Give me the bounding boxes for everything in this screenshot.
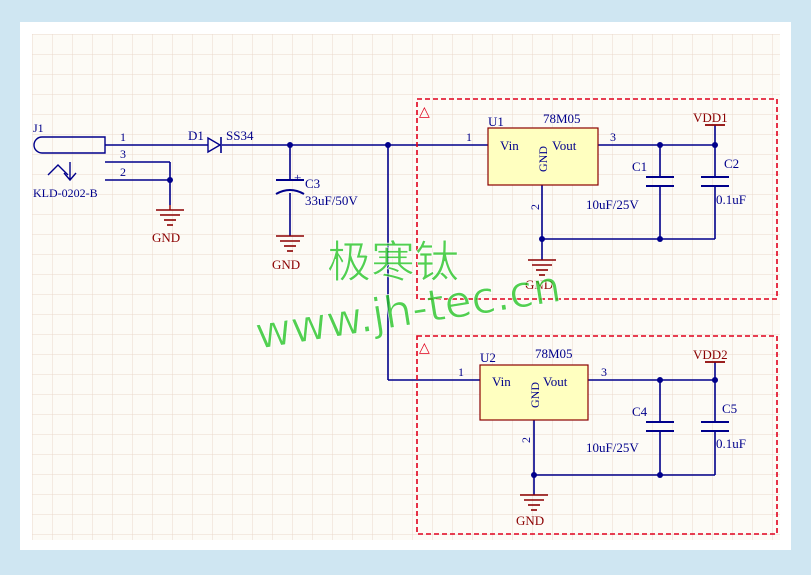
c4-value: 10uF/25V <box>586 440 639 455</box>
capacitor-c2: C2 0.1uF <box>701 156 746 207</box>
region-2-border <box>416 335 778 535</box>
c4-designator: C4 <box>632 404 648 419</box>
u2-body <box>479 364 589 421</box>
j1-designator: J1 <box>33 121 44 135</box>
watermark-brand: 极寒钛 <box>327 237 459 288</box>
jack-switch-icon <box>63 172 77 182</box>
u1-pin-in: 1 <box>466 130 472 144</box>
gnd-label-c3: GND <box>272 257 300 272</box>
grid <box>32 34 780 540</box>
u2-pin-out: 3 <box>601 365 607 379</box>
u1-vin-label: Vin <box>500 138 519 153</box>
gnd-label-u1: GND <box>525 277 553 292</box>
j1-pin-1: 1 <box>120 130 126 144</box>
gnd-symbol-j1: GND <box>152 205 184 245</box>
u2-pin-gnd: 2 <box>519 437 533 443</box>
vdd2-label: VDD2 <box>693 347 728 362</box>
u2-pin-in: 1 <box>458 365 464 379</box>
u1-pin-out: 3 <box>610 130 616 144</box>
u1-designator: U1 <box>488 114 504 129</box>
u1-part: 78M05 <box>543 111 581 126</box>
c1-value: 10uF/25V <box>586 197 639 212</box>
regulator-u1: U1 78M05 Vin Vout GND 1 3 2 <box>466 111 616 210</box>
capacitor-c5: C5 0.1uF <box>701 401 746 451</box>
junctions <box>167 142 718 478</box>
regulator-u2: U2 78M05 Vin Vout GND 1 3 2 <box>458 346 607 443</box>
vdd1-label: VDD1 <box>693 110 728 125</box>
u2-part: 78M05 <box>535 346 573 361</box>
polarized-cap-icon <box>275 189 305 195</box>
wires <box>105 125 716 495</box>
gnd-label-u2: GND <box>516 513 544 528</box>
c2-value: 0.1uF <box>716 192 746 207</box>
connector-j1: J1 KLD-0202-B 1 3 2 <box>33 121 126 200</box>
diode-d1: D1 SS34 <box>188 128 254 154</box>
d1-designator: D1 <box>188 128 204 143</box>
u1-vout-label: Vout <box>552 138 577 153</box>
c1-designator: C1 <box>632 159 647 174</box>
gnd-symbol-u2: GND <box>516 494 548 528</box>
power-port-vdd2: VDD2 <box>693 347 728 363</box>
c2-designator: C2 <box>724 156 739 171</box>
jack-body-icon <box>33 136 106 154</box>
u1-pin-gnd: 2 <box>528 204 542 210</box>
capacitor-c1: C1 10uF/25V <box>586 159 674 212</box>
c3-designator: C3 <box>305 176 320 191</box>
d1-part: SS34 <box>226 128 254 143</box>
c3-value: 33uF/50V <box>305 193 358 208</box>
capacitor-c4: C4 10uF/25V <box>586 404 674 455</box>
u2-gnd-label: GND <box>528 382 542 408</box>
u2-vout-label: Vout <box>543 374 568 389</box>
u2-vin-label: Vin <box>492 374 511 389</box>
capacitor-c3: + C3 33uF/50V <box>275 170 358 208</box>
u1-gnd-label: GND <box>536 146 550 172</box>
jack-contact-icon <box>47 164 69 176</box>
j1-part-number: KLD-0202-B <box>33 186 98 200</box>
region-1-marker: △ <box>419 105 430 120</box>
c3-polarity: + <box>294 170 301 185</box>
c5-designator: C5 <box>722 401 737 416</box>
power-port-vdd1: VDD1 <box>693 110 728 126</box>
gnd-symbol-u1: GND <box>525 259 556 292</box>
j1-pin-2: 2 <box>120 165 126 179</box>
c5-value: 0.1uF <box>716 436 746 451</box>
gnd-label-j1: GND <box>152 230 180 245</box>
region-2-marker: △ <box>419 341 430 356</box>
j1-pin-3: 3 <box>120 147 126 161</box>
u2-designator: U2 <box>480 350 496 365</box>
region-1-border <box>416 98 778 300</box>
gnd-symbol-c3: GND <box>272 235 304 272</box>
diode-icon <box>207 136 222 154</box>
u1-body <box>487 127 599 186</box>
